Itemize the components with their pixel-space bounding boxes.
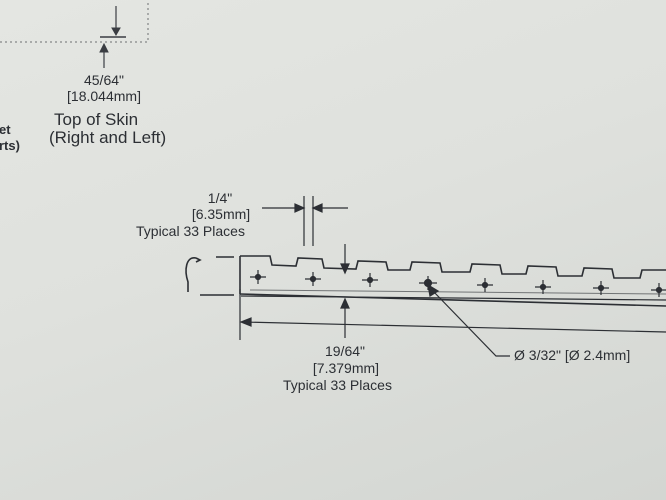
tab-depth-metric: [7.379mm] [312,360,380,376]
hole-marker [593,281,609,295]
top-dimension-metric: [18.044mm] [67,88,141,104]
hole-marker [535,280,551,294]
tab-width-dimension-lines [262,196,348,246]
overall-length-dimension [239,317,666,333]
hole-marker [651,283,666,297]
hole-marker [362,273,378,287]
left-cut-text-line1: et [0,122,11,137]
tab-depth-note: Typical 33 Places [283,377,392,393]
part-profile [185,255,666,340]
top-dimension-fraction: 45/64" [83,72,124,88]
tab-width-metric: [6.35mm] [191,206,251,222]
left-cut-text-line2: rts) [0,138,20,153]
hole-marker [250,270,266,284]
hole-marker [477,278,493,292]
hole-callout-leader [427,283,510,357]
tab-width-note: Typical 33 Places [136,223,245,239]
hole-callout-label: Ø 3/32" [Ø 2.4mm] [514,347,631,363]
tab-depth-fraction: 19/64" [324,343,365,359]
skin-caption-line1: Top of Skin [54,110,139,129]
tab-width-fraction: 1/4" [207,190,233,206]
skin-caption-line2: (Right and Left) [49,128,167,147]
skin-detail-box [0,0,149,68]
hole-marker [305,272,321,286]
hole-markers [250,270,666,297]
